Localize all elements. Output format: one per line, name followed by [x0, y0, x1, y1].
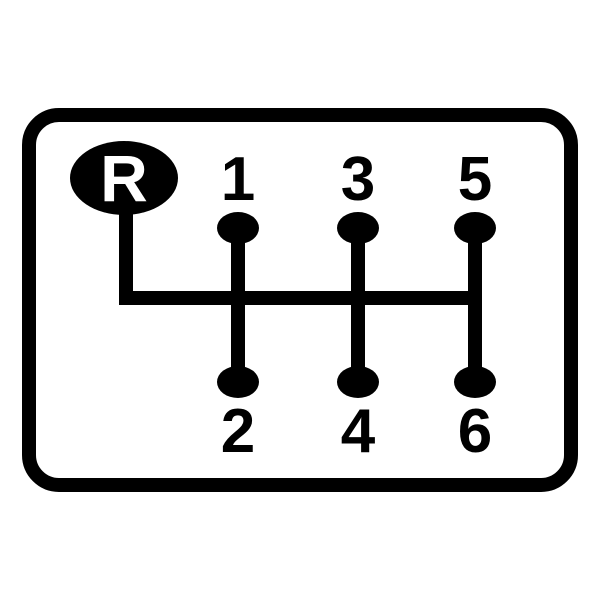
gate-stem-column-2	[351, 228, 365, 383]
rounded-rectangle-border	[22, 108, 578, 492]
gear-label-5: 5	[458, 145, 492, 214]
gear-label-2: 2	[221, 397, 255, 466]
gear-knob-6	[454, 366, 496, 398]
gear-knob-2	[217, 366, 259, 398]
gear-label-6: 6	[458, 397, 492, 466]
gear-knob-3	[337, 212, 379, 244]
gear-number-labels: 1 3 5 2 4 6	[221, 145, 492, 466]
gate-stem-column-3	[468, 228, 482, 383]
gear-knob-1	[217, 212, 259, 244]
gear-label-4: 4	[341, 397, 376, 466]
reverse-label: R	[100, 141, 148, 215]
gate-stem-column-1	[231, 228, 245, 383]
reverse-stem	[119, 196, 133, 305]
reverse-badge-ellipse	[70, 141, 178, 215]
shift-gate-linework	[119, 196, 496, 398]
reverse-badge: R	[70, 141, 178, 215]
gear-knob-5	[454, 212, 496, 244]
gear-knob-4	[337, 366, 379, 398]
gear-label-1: 1	[221, 145, 255, 214]
horizontal-gate-bar	[119, 291, 482, 305]
gear-label-3: 3	[341, 145, 375, 214]
